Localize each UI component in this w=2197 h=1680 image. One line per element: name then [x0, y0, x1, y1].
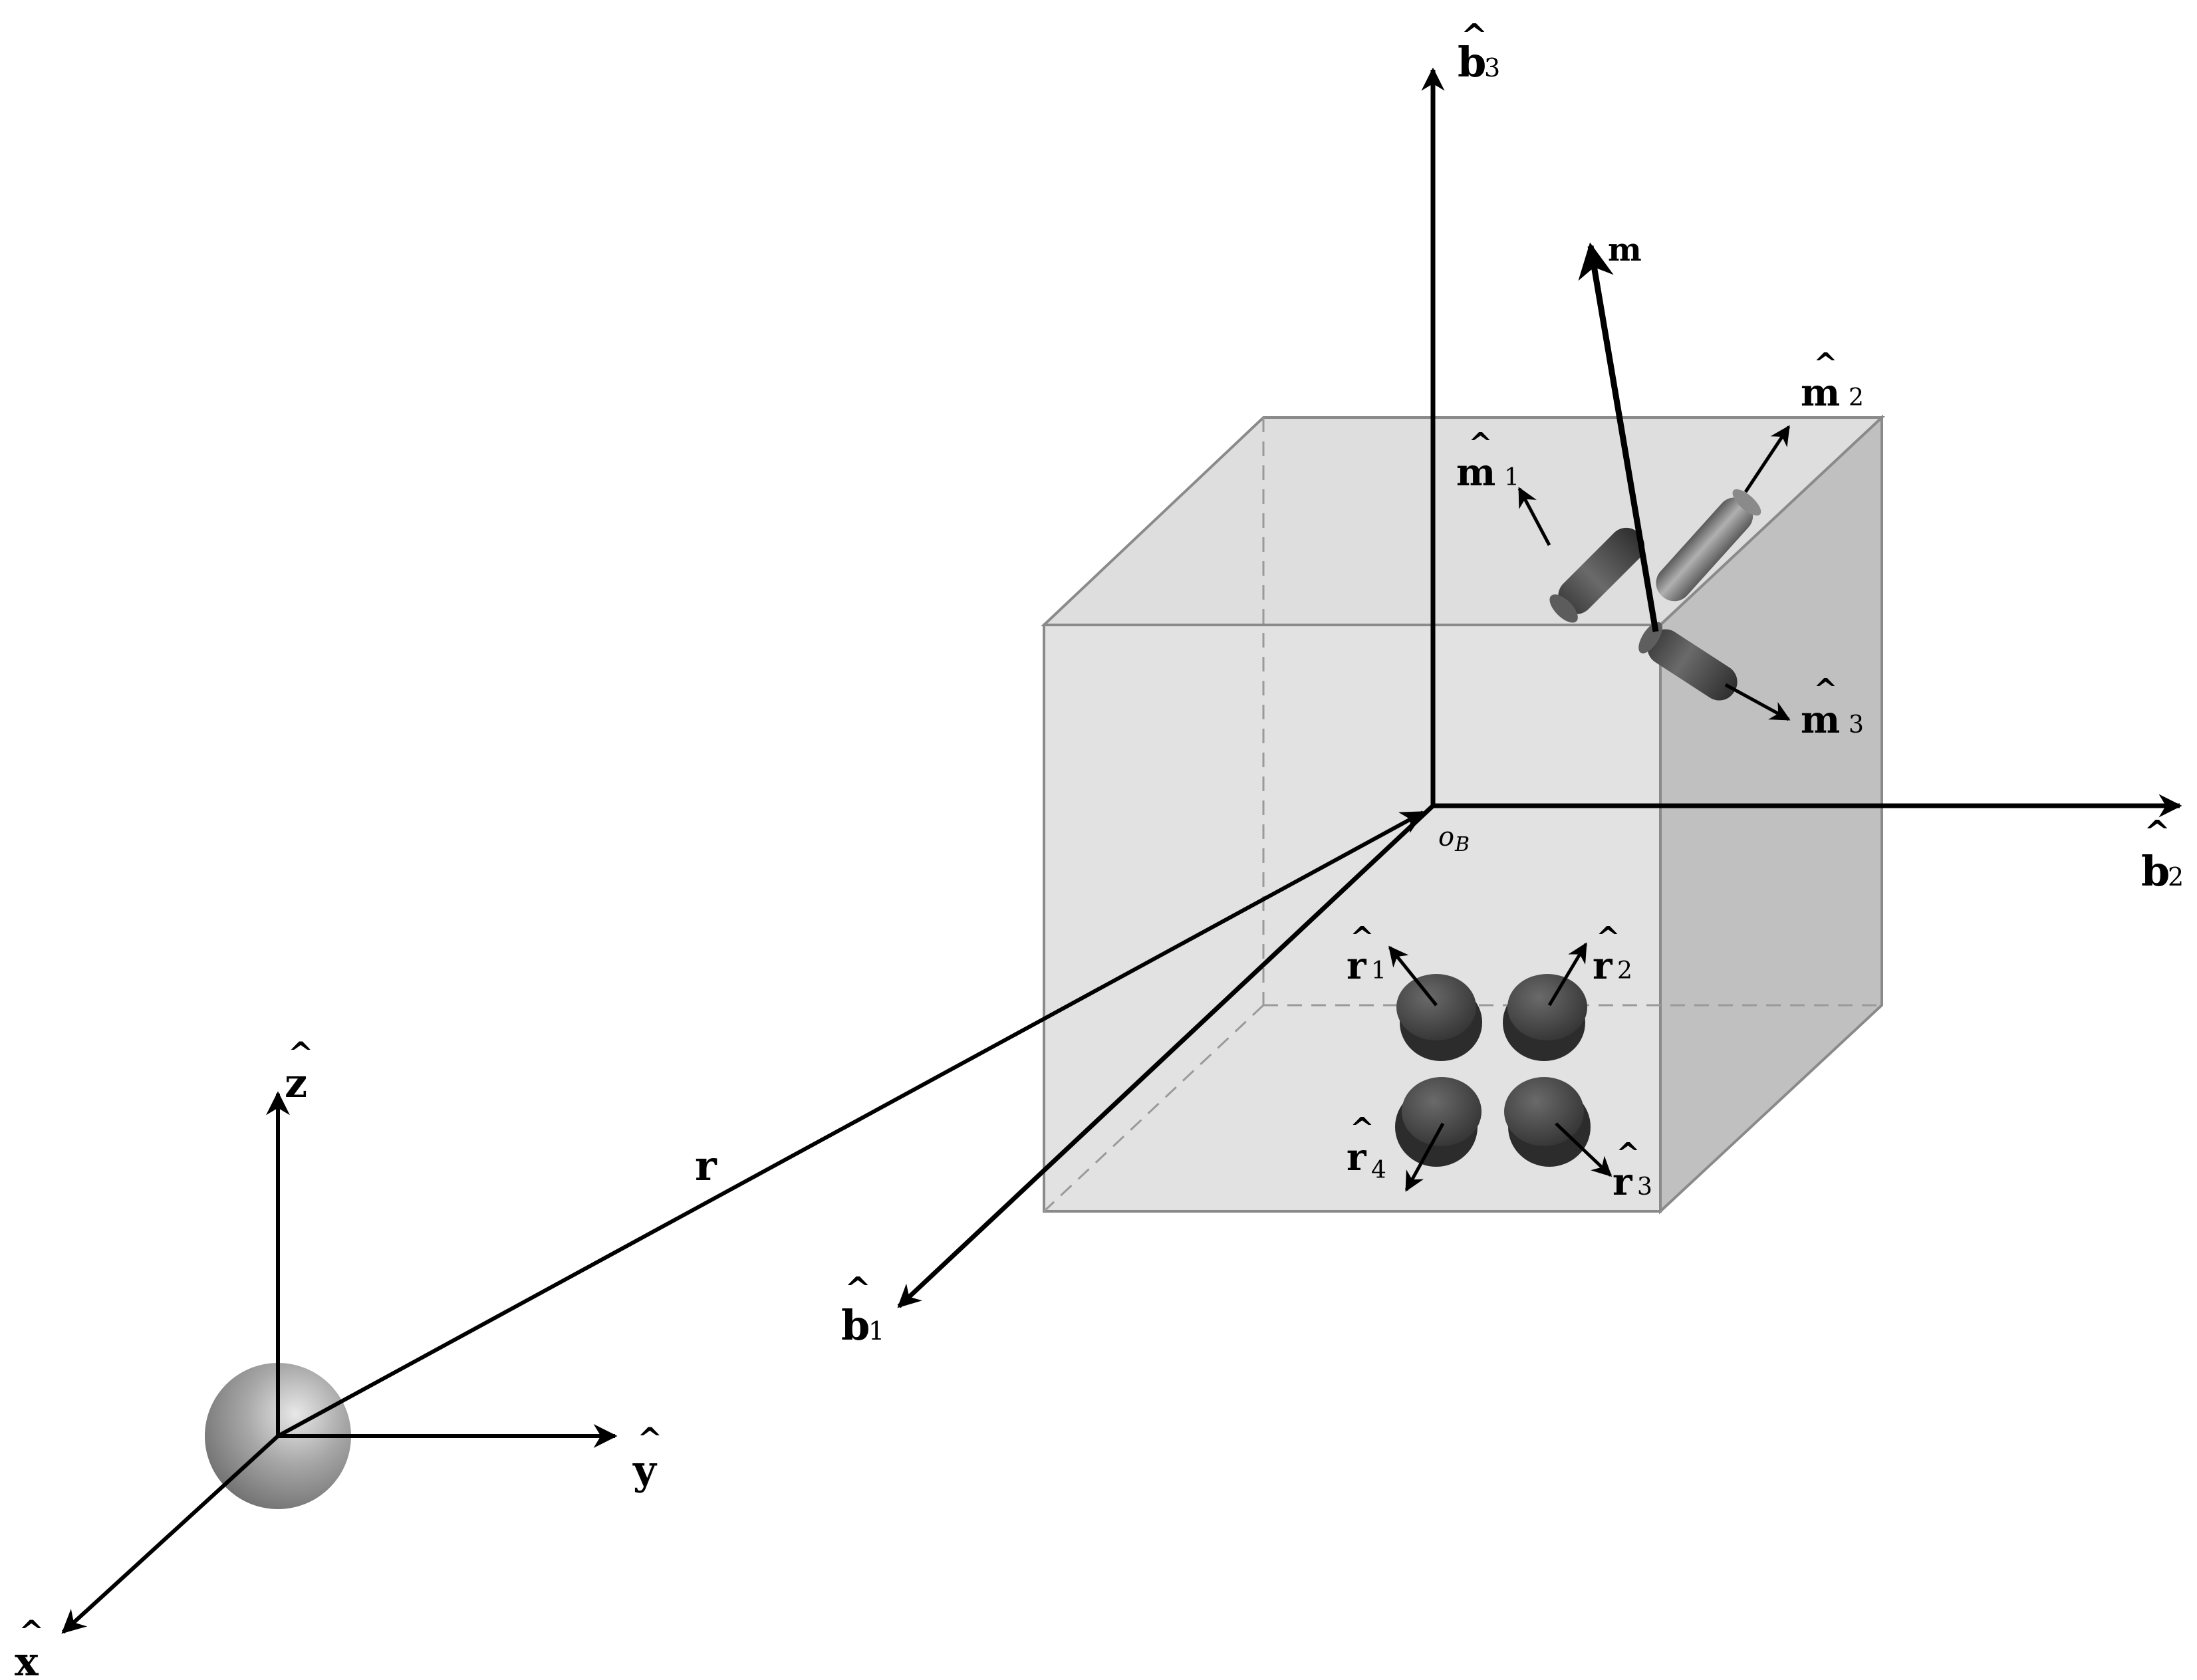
label-ob-sub: B — [1454, 833, 1470, 856]
reaction-wheel-3 — [1504, 1077, 1613, 1177]
label-r: r — [695, 1141, 717, 1190]
label-r4-sub: 4 — [1371, 1157, 1386, 1184]
label-b2: ^ b 2 — [2141, 814, 2184, 896]
label-m2-sub: 2 — [1849, 384, 1864, 412]
label-ob: o B — [1438, 822, 1470, 856]
label-r3-sub: 3 — [1637, 1173, 1652, 1201]
wheel-r4-arrow — [1404, 1122, 1445, 1192]
hat-m1: ^ — [1468, 427, 1493, 461]
reaction-wheel-2 — [1503, 942, 1588, 1061]
label-ob-base: o — [1438, 822, 1454, 852]
label-b1-sub: 1 — [868, 1316, 884, 1346]
hat-r2: ^ — [1596, 921, 1620, 955]
hat-r4: ^ — [1350, 1112, 1374, 1145]
label-r2: ^ r 2 — [1593, 921, 1632, 988]
label-r1: ^ r 1 — [1347, 921, 1386, 988]
hat-m2: ^ — [1813, 347, 1838, 381]
axis-b1 — [897, 804, 1435, 1308]
magnetorquer-m1 — [1517, 487, 1645, 623]
moment-m-arrow — [1578, 242, 1659, 632]
label-m1-sub: 1 — [1504, 464, 1519, 491]
label-m2-base: m — [1801, 371, 1840, 415]
label-m1: ^ m 1 — [1456, 427, 1519, 495]
label-m: m — [1608, 231, 1642, 269]
hat-b3: ^ — [1461, 17, 1487, 55]
label-m2: ^ m 2 — [1801, 347, 1864, 415]
cube-front-face — [1043, 624, 1662, 1213]
hat-r3: ^ — [1616, 1137, 1640, 1171]
label-m1-base: m — [1456, 451, 1495, 495]
label-r-base: r — [695, 1141, 717, 1190]
moment-m3-arrow — [1724, 683, 1791, 721]
axis-x — [61, 1434, 280, 1634]
wheel-r3-arrow — [1555, 1122, 1613, 1177]
wheel-r1-arrow — [1388, 945, 1438, 1007]
label-b3-sub: 3 — [1484, 53, 1500, 82]
spacecraft-body-cube — [1040, 414, 1886, 1215]
label-m3-sub: 3 — [1849, 711, 1864, 739]
hat-b1: ^ — [844, 1270, 871, 1308]
label-m-base: m — [1608, 231, 1642, 269]
label-y: ^ y — [632, 1421, 663, 1494]
label-r4: ^ r 4 — [1347, 1112, 1386, 1184]
hat-r1: ^ — [1350, 921, 1374, 955]
label-b1-base: b — [841, 1301, 870, 1350]
label-y-base: y — [632, 1447, 658, 1494]
body-frame-axes — [897, 67, 2182, 1308]
label-r1-base: r — [1347, 944, 1367, 988]
label-x: ^ x — [15, 1614, 45, 1680]
hat-m3: ^ — [1813, 673, 1838, 707]
label-r4-base: r — [1347, 1136, 1367, 1179]
label-r2-sub: 2 — [1617, 957, 1632, 985]
reaction-wheel-4 — [1395, 1077, 1482, 1192]
label-z-base: z — [285, 1060, 307, 1107]
moment-m2-arrow — [1744, 425, 1791, 493]
reaction-wheel-1 — [1388, 945, 1482, 1061]
hat-z: ^ — [288, 1035, 314, 1071]
label-m3-base: m — [1801, 698, 1840, 742]
moment-m1-arrow — [1517, 487, 1551, 546]
label-r3-base: r — [1613, 1160, 1633, 1204]
label-b3-base: b — [1458, 38, 1486, 86]
label-m3: ^ m 3 — [1801, 673, 1864, 742]
inertial-frame — [61, 1091, 618, 1634]
label-r1-sub: 1 — [1371, 957, 1386, 985]
label-r2-base: r — [1593, 944, 1613, 988]
magnetorquer-m2 — [1656, 425, 1791, 602]
cube-hidden-edges — [1043, 418, 1882, 1213]
label-x-base: x — [15, 1639, 39, 1680]
position-vector-r — [277, 810, 1426, 1438]
hat-b2: ^ — [2144, 814, 2170, 851]
hat-x: ^ — [19, 1614, 45, 1649]
label-b3: ^ b 3 — [1458, 17, 1500, 86]
label-r3: ^ r 3 — [1613, 1137, 1652, 1204]
label-b2-base: b — [2141, 847, 2170, 896]
wheel-r2-arrow — [1547, 942, 1588, 1007]
label-b1: ^ b 1 — [841, 1270, 884, 1350]
hat-y: ^ — [637, 1421, 663, 1457]
label-z: ^ z — [285, 1035, 314, 1107]
label-b2-sub: 2 — [2168, 862, 2184, 892]
